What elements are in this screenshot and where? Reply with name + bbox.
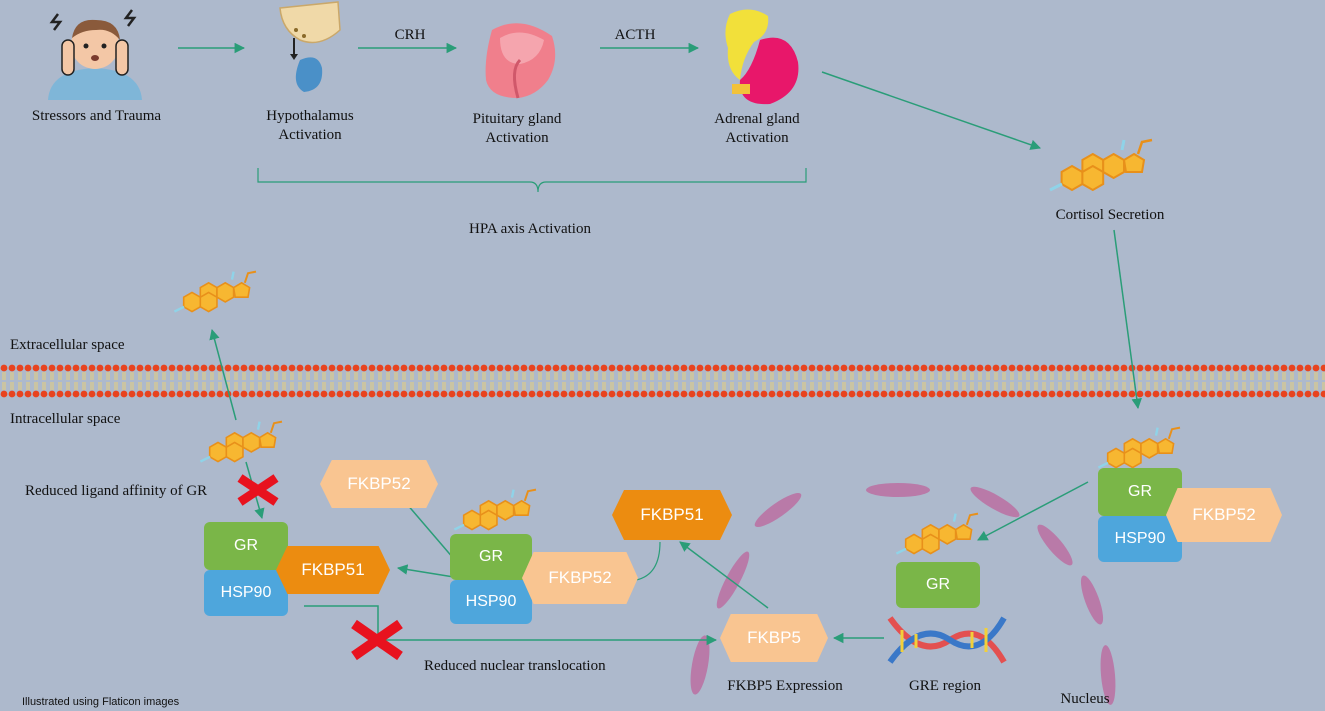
fkbp52-protein: FKBP52: [1166, 488, 1282, 542]
fkbp51-label: FKBP51: [301, 560, 365, 579]
hsp90-protein: HSP90: [204, 570, 288, 616]
arrow-blocked-translocation: [304, 605, 718, 646]
block-cross-icon: [351, 619, 403, 661]
gre-region-label: GRE region: [908, 678, 982, 694]
fkbp52-label: FKBP52: [1192, 505, 1256, 524]
nucleus-envelope: [690, 483, 1116, 705]
acth-label: ACTH: [614, 27, 656, 43]
intracellular-label: Intracellular space: [10, 411, 121, 427]
pituitary-label-line1: Pituitary gland: [472, 111, 562, 127]
cortisol-molecule-icon: [453, 488, 538, 531]
reduced-translocation-label: Reduced nuclear translocation: [424, 658, 606, 674]
fkbp5-expression-label: FKBP5 Expression: [727, 678, 843, 694]
adrenal-label-line1: Adrenal gland: [714, 111, 800, 127]
arrow-adrenal-cortisol: [821, 71, 1041, 150]
cortisol-molecule-icon: [1097, 426, 1182, 469]
block-cross-icon: [237, 474, 279, 506]
cortisol-molecule-icon: [199, 420, 284, 463]
hypothalamus-label-line2: Activation: [278, 127, 342, 143]
hsp90-label: HSP90: [220, 584, 272, 601]
fkbp51-label: FKBP51: [640, 505, 704, 524]
gr-protein: GR: [204, 522, 288, 570]
hypothalamus-icon: [279, 1, 341, 92]
hsp90-protein: HSP90: [1098, 516, 1182, 562]
arrow-to-fkbp51-complex: [396, 564, 461, 579]
cortisol-molecule-icon: [895, 512, 980, 555]
fkbp51-protein: FKBP51: [612, 490, 732, 540]
gr-protein: GR: [1098, 468, 1182, 516]
cortisol-secretion-label: Cortisol Secretion: [1055, 207, 1165, 223]
fkbp52-label: FKBP52: [548, 568, 612, 587]
hpa-axis-label: HPA axis Activation: [469, 221, 591, 237]
fkbp52-protein: FKBP52: [522, 552, 638, 604]
gr-label: GR: [479, 548, 503, 565]
arrow-to-nucleus-gr: [977, 481, 1089, 541]
extracellular-label: Extracellular space: [10, 337, 125, 353]
crh-label: CRH: [394, 27, 426, 43]
fkbp5-gene: FKBP5: [720, 614, 828, 662]
stressors-label: Stressors and Trauma: [31, 108, 162, 124]
arrow-fkbp5-fkbp51: [679, 541, 769, 609]
hsp90-label: HSP90: [1114, 530, 1166, 547]
pituitary-label-line2: Activation: [485, 130, 549, 146]
hypothalamus-label-line1: Hypothalamus: [266, 108, 354, 124]
stressed-person-icon: [48, 9, 142, 100]
adrenal-label-line2: Activation: [725, 130, 789, 146]
connector-fkbp51: [635, 541, 661, 581]
hsp90-label: HSP90: [465, 593, 517, 610]
reduced-affinity-label: Reduced ligand affinity of GR: [25, 483, 208, 499]
hpa-axis-brace: [257, 168, 807, 193]
gr-protein: GR: [896, 562, 980, 608]
arrow-cortisol-entry: [1113, 229, 1142, 410]
cortisol-molecule-icon: [1048, 138, 1154, 192]
gr-label: GR: [1128, 483, 1152, 500]
fkbp52-label: FKBP52: [347, 474, 411, 493]
dna-gre-icon: [887, 616, 1007, 664]
nucleus-label: Nucleus: [1060, 691, 1110, 707]
fkbp51-protein: FKBP51: [276, 546, 390, 594]
pituitary-gland-icon: [485, 23, 556, 99]
gr-protein: GR: [450, 534, 532, 580]
hsp90-protein: HSP90: [450, 580, 532, 624]
credit-footer: Illustrated using Flaticon images: [22, 696, 180, 708]
gr-label: GR: [926, 576, 950, 593]
fkbp5-label: FKBP5: [747, 628, 801, 647]
arrow-cortisol-efflux: [209, 328, 237, 421]
cell-membrane: [0, 364, 1325, 398]
gr-label: GR: [234, 537, 258, 554]
fkbp52-protein: FKBP52: [320, 460, 438, 508]
adrenal-gland-icon: [725, 9, 799, 105]
cortisol-molecule-icon: [173, 270, 258, 313]
